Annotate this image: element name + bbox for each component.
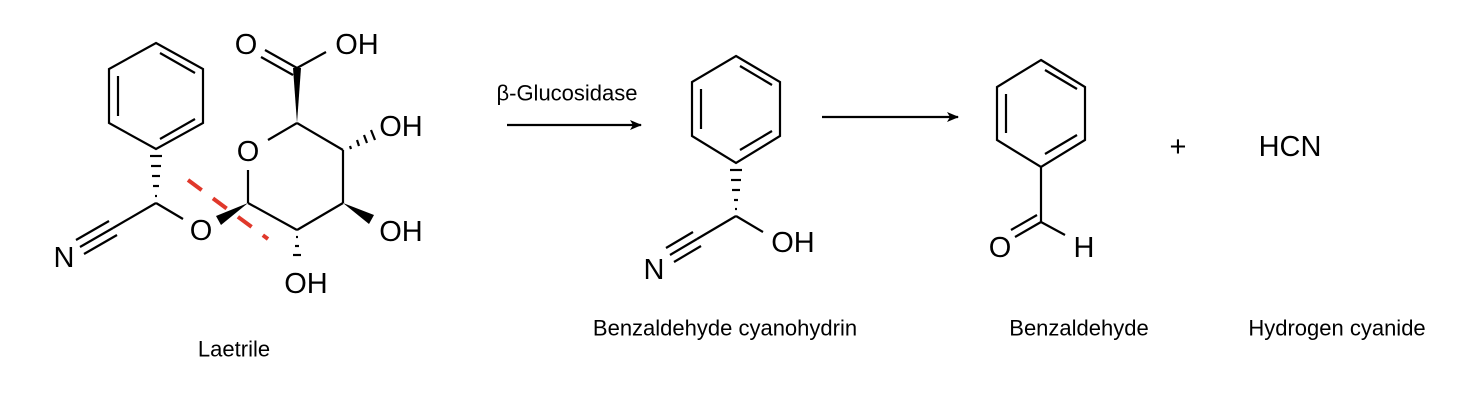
- atom-n: N: [644, 254, 665, 286]
- atom-o-glycosidic: O: [190, 215, 213, 247]
- benzene-ring: [107, 41, 205, 151]
- atom-o: O: [989, 232, 1012, 264]
- hashed-bond: [348, 129, 377, 150]
- hcn-formula: HCN: [1259, 131, 1322, 163]
- atom-o-carbonyl: O: [235, 29, 258, 61]
- atom-oh-c2: OH: [284, 268, 328, 300]
- plus-sign: +: [1170, 131, 1187, 163]
- atom-oh-acid: OH: [335, 29, 379, 61]
- label-benzaldehyde: Benzaldehyde: [1009, 316, 1148, 341]
- label-laetrile: Laetrile: [198, 337, 270, 362]
- label-cyanohydrin: Benzaldehyde cyanohydrin: [593, 316, 857, 341]
- label-hcn: Hydrogen cyanide: [1248, 316, 1425, 341]
- wedge-bond: [293, 68, 301, 123]
- atom-oh-c4: OH: [379, 111, 423, 143]
- cyanohydrin-structure: N OH: [644, 54, 815, 286]
- wedge-bond: [216, 203, 248, 225]
- hashed-bond: [293, 235, 301, 257]
- hashed-bond: [150, 154, 162, 198]
- reagent-label: β-Glucosidase: [496, 81, 637, 106]
- nitrile-triple-bond: [75, 220, 118, 255]
- atom-oh: OH: [771, 227, 815, 259]
- hashed-bond: [730, 168, 742, 211]
- laetrile-structure: N O O O OH OH OH OH: [54, 29, 423, 300]
- atom-n: N: [54, 242, 75, 274]
- atom-oh-c3: OH: [379, 216, 423, 248]
- wedge-bond: [343, 203, 374, 224]
- cleavage-line: [186, 178, 270, 241]
- benzaldehyde-structure: O H: [989, 58, 1095, 264]
- atom-o-ring: O: [237, 136, 260, 168]
- atom-h: H: [1074, 232, 1095, 264]
